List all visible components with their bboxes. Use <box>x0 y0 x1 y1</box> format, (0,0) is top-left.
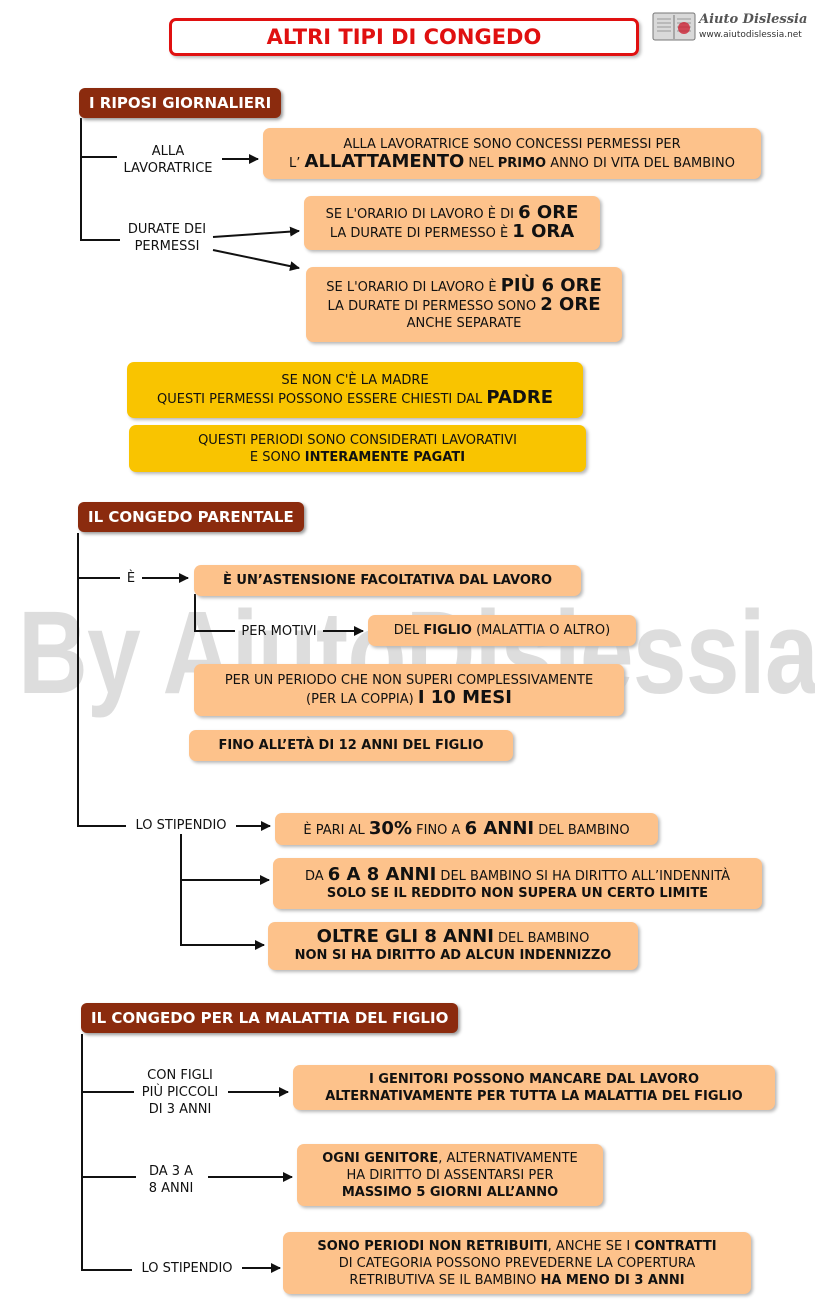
s2-branch-motivi <box>194 594 235 632</box>
logo-url: www.aiutodislessia.net <box>699 30 802 40</box>
logo-name: Aiuto Dislessia <box>699 12 808 27</box>
section-header-riposi: I RIPOSI GIORNALIERI <box>79 88 282 118</box>
s1-trunk <box>80 118 120 241</box>
section-header-malattia-figlio: IL CONGEDO PER LA MALATTIA DEL FIGLIO <box>81 1003 459 1033</box>
label-lo-stipendio-malattia: LO STIPENDIO <box>141 1261 233 1276</box>
s3-trunk <box>81 1034 132 1271</box>
box-figlio: DEL FIGLIO (MALATTIA O ALTRO) <box>368 615 636 646</box>
book-icon <box>652 12 696 41</box>
box-allattamento: ALLA LAVORATRICE SONO CONCESSI PERMESSI … <box>263 128 761 179</box>
page-title: ALTRI TIPI DI CONGEDO <box>169 18 639 56</box>
s2-stipendio-trunk <box>180 834 265 950</box>
box-5-giorni: OGNI GENITORE, ALTERNATIVAMENTE HA DIRIT… <box>297 1144 603 1206</box>
label-e: È <box>126 571 136 586</box>
box-30-percento: È PARI AL 30% FINO A 6 ANNI DEL BAMBINO <box>275 813 658 845</box>
box-interamente-pagati: QUESTI PERIODI SONO CONSIDERATI LAVORATI… <box>129 425 586 472</box>
box-6-ore: SE L'ORARIO DI LAVORO È DI 6 ORE LA DURA… <box>304 196 600 250</box>
s1-arrow-6ore <box>212 226 300 238</box>
box-oltre-8-anni: OLTRE GLI 8 ANNI DEL BAMBINO NON SI HA D… <box>268 922 638 970</box>
section-header-congedo-parentale: IL CONGEDO PARENTALE <box>78 502 304 532</box>
box-6-a-8-anni: DA 6 A 8 ANNI DEL BAMBINO SI HA DIRITTO … <box>273 858 762 909</box>
box-12-anni: FINO ALL’ETÀ DI 12 ANNI DEL FIGLIO <box>189 730 513 761</box>
box-tutta-la-malattia: I GENITORI POSSONO MANCARE DAL LAVORO AL… <box>293 1065 775 1110</box>
box-astensione: È UN’ASTENSIONE FACOLTATIVA DAL LAVORO <box>194 565 581 596</box>
box-10-mesi: PER UN PERIODO CHE NON SUPERI COMPLESSIV… <box>194 664 624 716</box>
box-piu-6-ore: SE L'ORARIO DI LAVORO È PIÙ 6 ORE LA DUR… <box>306 267 622 342</box>
s1-arrow-piu6ore <box>212 249 300 272</box>
label-lo-stipendio-parentale: LO STIPENDIO <box>135 818 227 833</box>
box-padre: SE NON C'È LA MADRE QUESTI PERMESSI POSS… <box>127 362 583 418</box>
label-per-motivi: PER MOTIVI <box>241 624 317 639</box>
site-logo[interactable]: Aiuto Dislessia www.aiutodislessia.net <box>652 10 808 44</box>
box-non-retribuiti: SONO PERIODI NON RETRIBUITI, ANCHE SE I … <box>283 1232 751 1294</box>
s2-trunk <box>77 533 126 827</box>
